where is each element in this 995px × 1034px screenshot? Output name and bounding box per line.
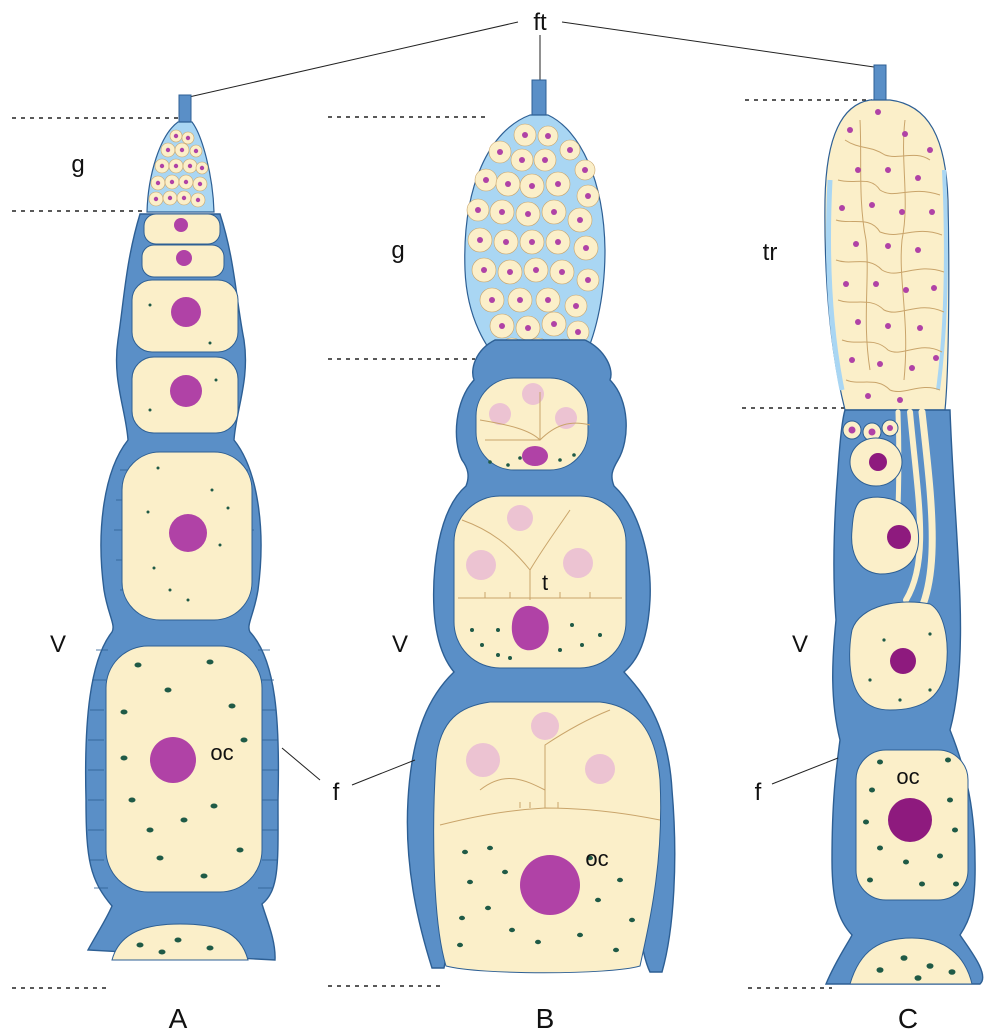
nurse-nucleus-b-3b [466, 743, 500, 777]
label-b-v: V [392, 631, 408, 658]
label-a-f: f [333, 779, 340, 806]
nucleus-a-2 [176, 250, 192, 266]
nurse-nucleus-b-2a [507, 505, 533, 531]
label-c-tr: tr [763, 239, 778, 266]
label-b-oc: oc [585, 846, 608, 871]
f-pointer-a [282, 748, 320, 780]
label-a-panel: A [169, 1003, 188, 1034]
ovariole-b [352, 80, 675, 973]
terminal-filament-a [179, 95, 191, 125]
f-pointer-b [352, 760, 415, 785]
terminal-filament-b [532, 80, 546, 116]
nurse-nucleus-b-3a [531, 712, 559, 740]
nucleus-a-3 [171, 297, 201, 327]
nucleus-a-6 [150, 737, 196, 783]
nurse-nucleus-b-2b [466, 550, 496, 580]
label-b-g: g [391, 237, 404, 264]
label-a-oc: oc [210, 740, 233, 765]
label-b-t: t [542, 570, 548, 595]
nucleus-a-4 [170, 375, 202, 407]
nurse-nucleus-b-1c [555, 407, 577, 429]
oocyte-nucleus-b-1 [522, 446, 548, 466]
label-ft: ft [533, 9, 547, 36]
f-pointer-c [772, 758, 838, 784]
nucleus-c-4 [888, 798, 932, 842]
nucleus-c-1 [869, 453, 887, 471]
label-c-panel: C [898, 1003, 918, 1034]
label-a-g: g [71, 151, 84, 178]
egg-chamber-b-3 [434, 702, 661, 973]
terminal-filament-c [874, 65, 886, 101]
ovariole-a [86, 95, 320, 960]
nucleus-a-1 [174, 218, 188, 232]
ovariole-c [772, 65, 983, 984]
label-b-panel: B [536, 1003, 555, 1034]
nucleus-c-3 [890, 648, 916, 674]
tropharium-c [825, 100, 949, 410]
nurse-nucleus-b-2c [563, 548, 593, 578]
label-a-v: V [50, 631, 66, 658]
nurse-nucleus-b-1b [522, 383, 544, 405]
nucleus-c-2 [887, 525, 911, 549]
label-c-v: V [792, 631, 808, 658]
label-c-f: f [755, 779, 762, 806]
oocyte-nucleus-b-3 [520, 855, 580, 915]
nurse-nucleus-b-3c [585, 754, 615, 784]
nucleus-a-5 [169, 514, 207, 552]
label-c-oc: oc [896, 764, 919, 789]
